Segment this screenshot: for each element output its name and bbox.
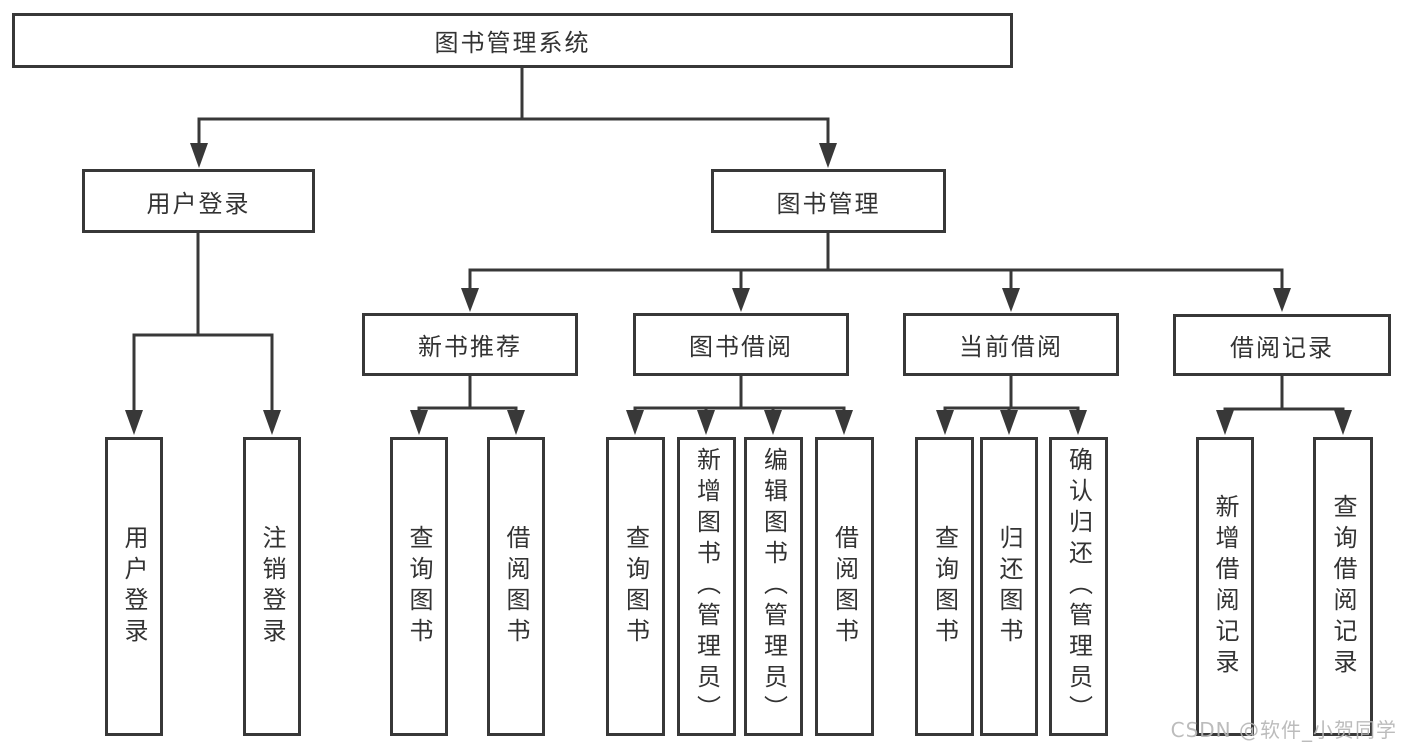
leaf-label: 注销登录 <box>258 524 286 649</box>
leaf-add-book-admin: 新增图书（管理员） <box>677 437 736 736</box>
leaf-label: 新增图书（管理员） <box>692 447 721 726</box>
leaf-label: 新增借阅记录 <box>1211 493 1239 680</box>
leaf-confirm-return-admin: 确认归还（管理员） <box>1049 437 1108 736</box>
leaf-label: 查询图书 <box>405 524 433 649</box>
leaf-borrow-books-borrowing: 借阅图书 <box>815 437 874 736</box>
csdn-watermark: CSDN @软件_小贺同学 <box>1170 718 1397 742</box>
node-label: 图书管理系统 <box>434 29 591 57</box>
node-borrowing-records: 借阅记录 <box>1173 314 1391 376</box>
node-label: 图书管理 <box>776 189 881 218</box>
node-label: 新书推荐 <box>418 333 522 361</box>
node-user-login: 用户登录 <box>82 169 315 233</box>
leaf-add-borrow-record: 新增借阅记录 <box>1196 437 1254 736</box>
leaf-edit-book-admin: 编辑图书（管理员） <box>744 437 803 736</box>
leaf-borrow-books-recommend: 借阅图书 <box>487 437 545 736</box>
node-new-book-recommendation: 新书推荐 <box>362 313 578 376</box>
leaf-label: 确认归还（管理员） <box>1064 447 1093 726</box>
leaf-label: 借阅图书 <box>830 524 859 649</box>
node-book-management: 图书管理 <box>711 169 946 233</box>
node-library-management-system: 图书管理系统 <box>12 13 1013 68</box>
node-book-borrowing: 图书借阅 <box>633 313 849 376</box>
node-label: 当前借阅 <box>959 333 1063 361</box>
leaf-label: 查询图书 <box>930 524 959 649</box>
leaf-label: 借阅图书 <box>502 524 530 649</box>
leaf-query-books-current: 查询图书 <box>915 437 974 736</box>
leaf-label: 用户登录 <box>120 524 148 649</box>
node-label: 图书借阅 <box>689 333 793 361</box>
leaf-label: 查询图书 <box>621 524 650 649</box>
leaf-logout: 注销登录 <box>243 437 301 736</box>
leaf-query-books-recommend: 查询图书 <box>390 437 448 736</box>
leaf-label: 编辑图书（管理员） <box>759 447 788 726</box>
node-label: 借阅记录 <box>1230 333 1334 362</box>
leaf-query-books-borrowing: 查询图书 <box>606 437 665 736</box>
node-label: 用户登录 <box>146 189 251 218</box>
leaf-return-books: 归还图书 <box>980 437 1038 736</box>
leaf-label: 查询借阅记录 <box>1329 493 1357 680</box>
leaf-user-login: 用户登录 <box>105 437 163 736</box>
leaf-query-borrow-record: 查询借阅记录 <box>1313 437 1373 736</box>
node-current-borrowing: 当前借阅 <box>903 313 1119 376</box>
leaf-label: 归还图书 <box>995 524 1023 649</box>
